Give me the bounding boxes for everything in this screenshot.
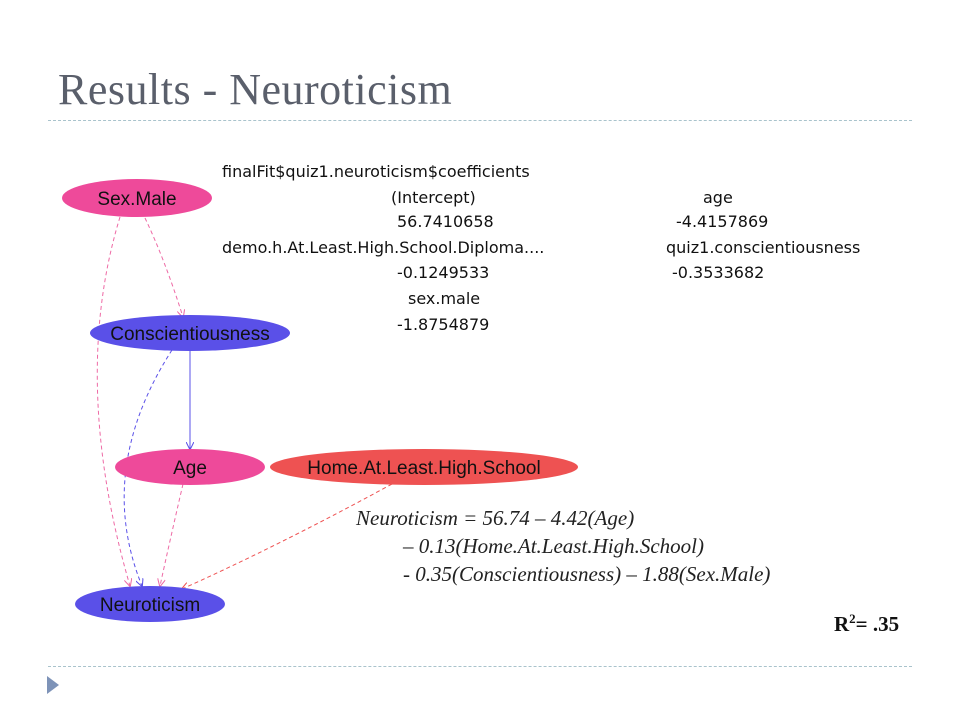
node-home-label: Home.At.Least.High.School <box>307 458 540 479</box>
play-triangle-icon <box>47 676 59 694</box>
coef-sex-label: sex.male <box>408 289 481 308</box>
top-divider <box>48 120 912 121</box>
node-conscientiousness: Conscientiousness <box>90 315 290 351</box>
coef-age-value: -4.4157869 <box>676 212 769 231</box>
r-squared-exp: 2 <box>849 611 856 626</box>
coef-diploma-value: -0.1249533 <box>397 263 490 282</box>
node-sex-male-label: Sex.Male <box>97 189 176 210</box>
slide-title: Results - Neuroticism <box>58 65 453 114</box>
edge-sex-to-neuro <box>96 216 130 586</box>
node-age-label: Age <box>173 458 207 479</box>
equation-line-2: – 0.13(Home.At.Least.High.School) <box>403 534 704 558</box>
edge-sex-to-consc <box>144 217 183 317</box>
edge-home-to-neuro <box>182 483 393 589</box>
coef-header: finalFit$quiz1.neuroticism$coefficients <box>222 162 530 181</box>
node-neuroticism-label: Neuroticism <box>100 595 200 616</box>
node-neuroticism: Neuroticism <box>75 586 225 622</box>
node-sex-male: Sex.Male <box>62 179 212 217</box>
coef-consc-value: -0.3533682 <box>672 263 765 282</box>
coef-intercept-value: 56.7410658 <box>397 212 494 231</box>
r-squared-base: R <box>834 612 850 636</box>
coef-intercept-label: (Intercept) <box>391 188 476 207</box>
coef-diploma-label: demo.h.At.Least.High.School.Diploma.... <box>222 238 545 257</box>
r-squared: R2= .35 <box>834 611 899 637</box>
edge-age-to-neuro <box>160 483 184 586</box>
node-home-high-school: Home.At.Least.High.School <box>270 449 578 485</box>
node-conscientiousness-label: Conscientiousness <box>110 324 269 345</box>
equation-line-1: Neuroticism = 56.74 – 4.42(Age) <box>356 506 635 530</box>
r-squared-value: = .35 <box>855 612 900 636</box>
bottom-divider <box>48 666 912 667</box>
coef-sex-value: -1.8754879 <box>397 315 490 334</box>
node-age: Age <box>115 449 265 485</box>
equation-line-3: - 0.35(Conscientiousness) – 1.88(Sex.Mal… <box>403 562 771 586</box>
coef-age-label: age <box>703 188 733 207</box>
coef-consc-label: quiz1.conscientiousness <box>666 238 861 257</box>
